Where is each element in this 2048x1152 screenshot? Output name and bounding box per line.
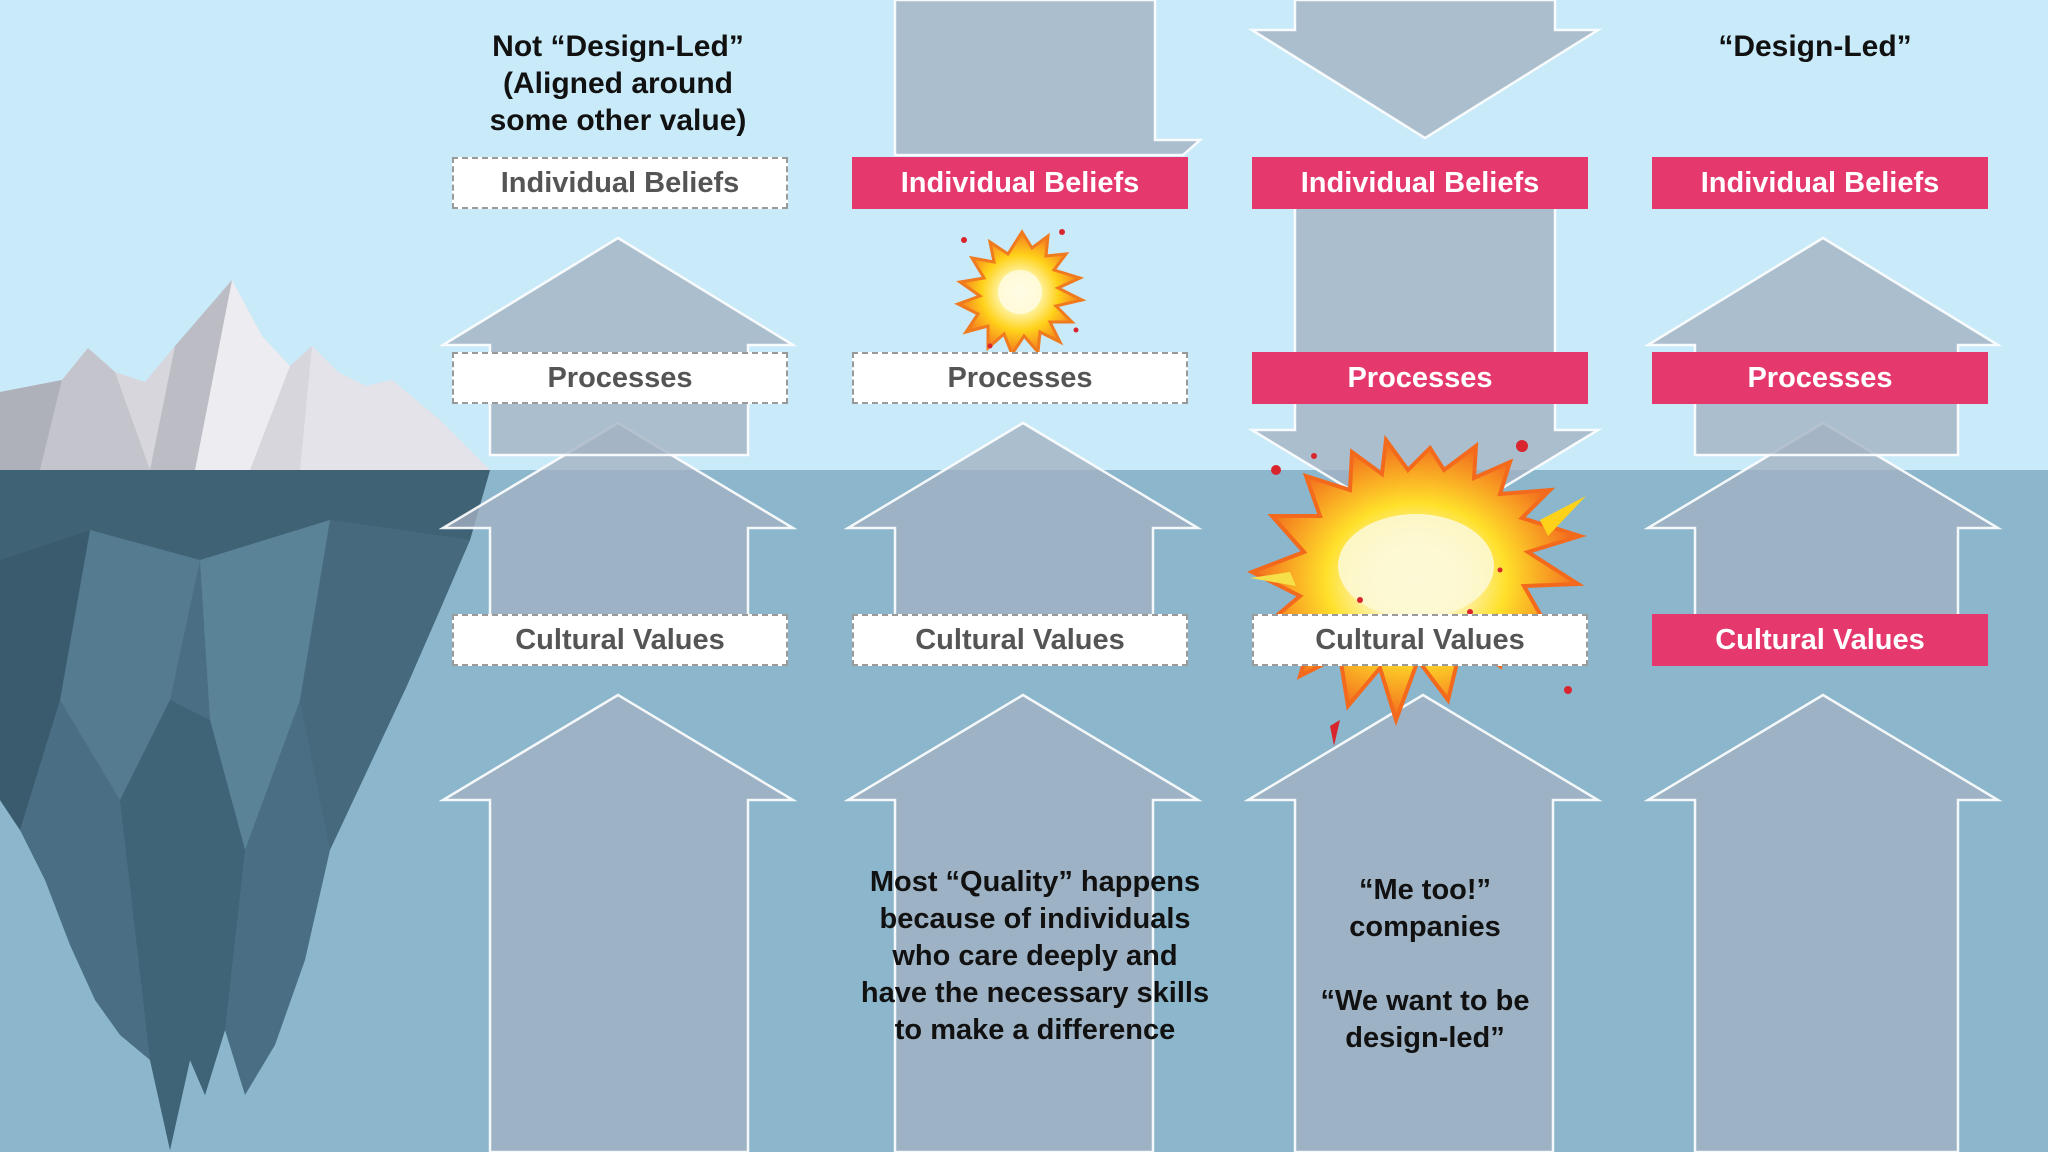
note-line: companies: [1349, 911, 1501, 943]
iceberg-underwater: [0, 470, 490, 1150]
heading-line: (Aligned around: [503, 67, 733, 100]
cultural-values-box: Cultural Values: [1252, 614, 1588, 666]
column-3-note: “Me too!” companies “We want to be desig…: [1265, 872, 1585, 1057]
individual-beliefs-box: Individual Beliefs: [852, 157, 1188, 209]
up-arrow: [1643, 693, 2003, 1152]
note-line: “Me too!”: [1358, 874, 1492, 906]
up-arrow: [438, 693, 798, 1152]
heading-line: Not “Design-Led”: [492, 30, 744, 63]
note-line: to make a difference: [894, 1014, 1176, 1046]
note-line: “We want to be: [1320, 985, 1530, 1017]
heading-line: some other value): [489, 104, 747, 137]
up-arrow: [1243, 693, 1603, 1152]
processes-box: Processes: [852, 352, 1188, 404]
down-arrow: [893, 0, 1204, 157]
note-line: have the necessary skills: [860, 977, 1210, 1009]
up-arrow: [843, 693, 1203, 1152]
column-1-heading: Not “Design-Led” (Aligned around some ot…: [438, 28, 798, 139]
cultural-values-box: Cultural Values: [452, 614, 788, 666]
heading-line: “Design-Led”: [1718, 30, 1912, 63]
column-2-note: Most “Quality” happens because of indivi…: [845, 864, 1225, 1049]
down-arrow: [1247, 0, 1603, 140]
iceberg-tip: [0, 280, 490, 470]
note-line: who care deeply and: [892, 940, 1178, 972]
note-line: because of individuals: [879, 903, 1191, 935]
processes-box: Processes: [1252, 352, 1588, 404]
cultural-values-box: Cultural Values: [852, 614, 1188, 666]
note-line: design-led”: [1345, 1022, 1505, 1054]
note-line: Most “Quality” happens: [869, 866, 1201, 898]
column-4-heading: “Design-Led”: [1645, 28, 1985, 65]
processes-box: Processes: [1652, 352, 1988, 404]
small-explosion-icon: [954, 229, 1087, 358]
cultural-values-box: Cultural Values: [1652, 614, 1988, 666]
individual-beliefs-box: Individual Beliefs: [452, 157, 788, 209]
note-line: [1265, 946, 1585, 983]
individual-beliefs-box: Individual Beliefs: [1652, 157, 1988, 209]
individual-beliefs-box: Individual Beliefs: [1252, 157, 1588, 209]
processes-box: Processes: [452, 352, 788, 404]
